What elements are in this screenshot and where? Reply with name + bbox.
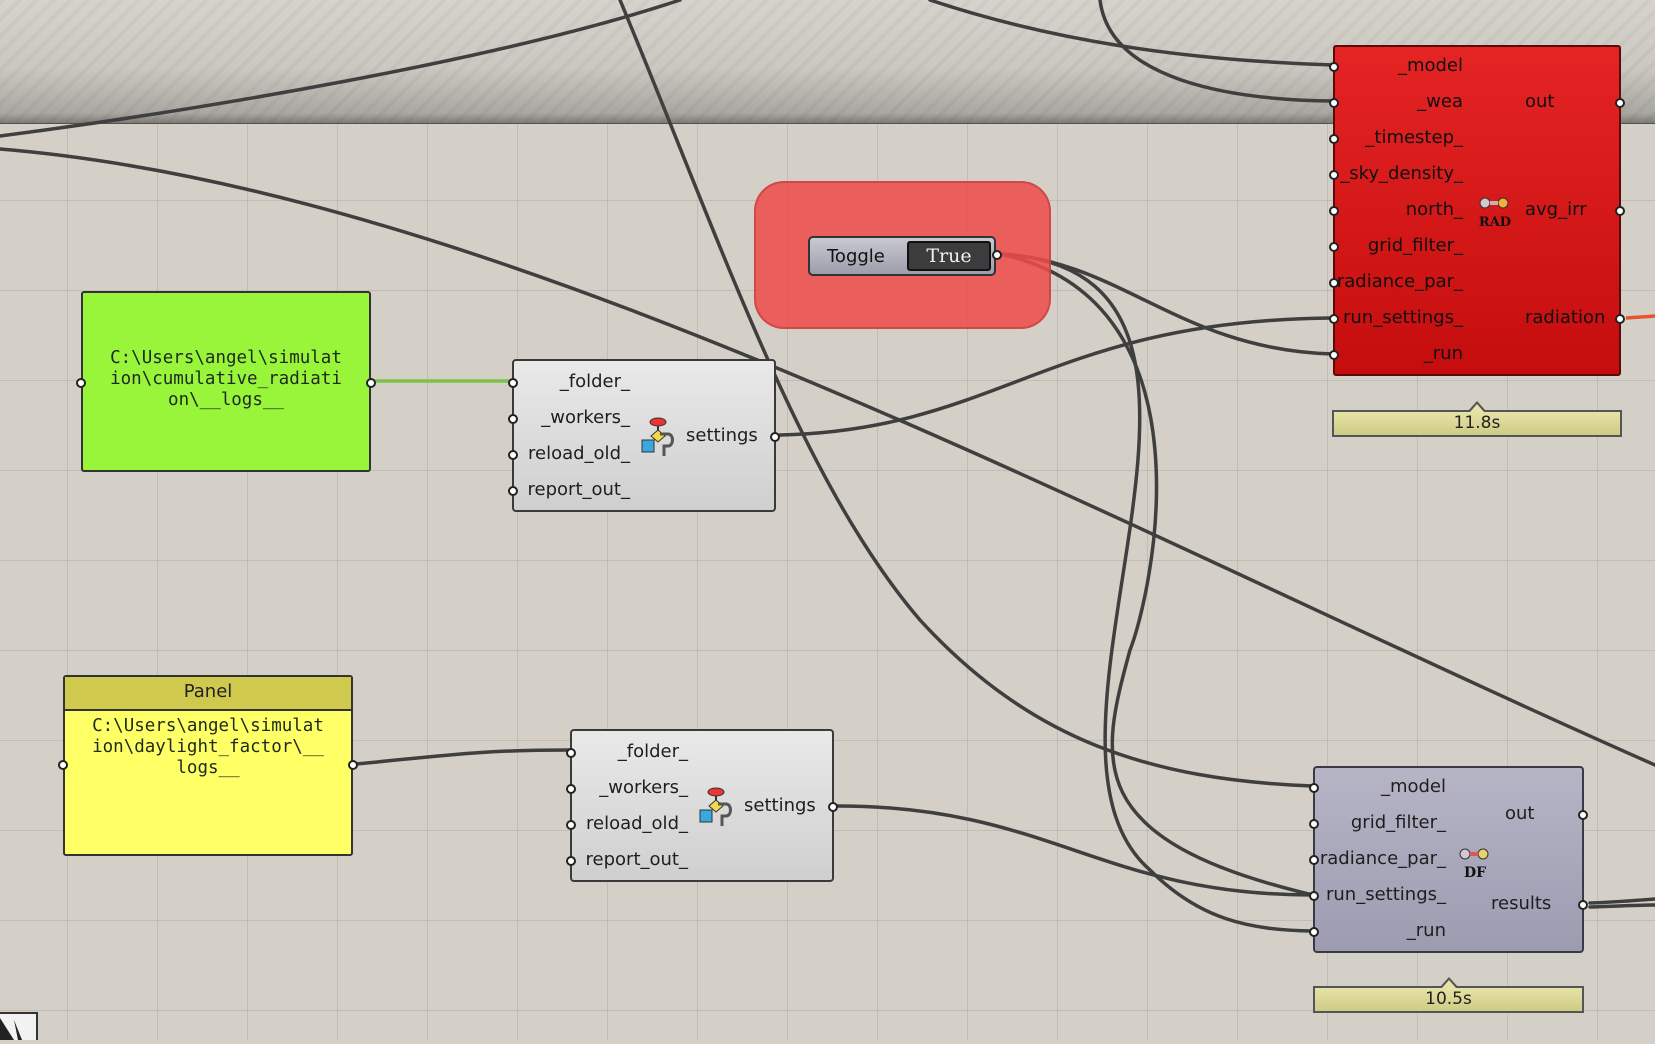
settings-port-report-out[interactable] bbox=[508, 486, 518, 496]
panel-title: Panel bbox=[65, 677, 351, 711]
settings-input-label: _folder_ bbox=[617, 741, 688, 762]
rad-port-sky-density[interactable] bbox=[1329, 170, 1339, 180]
rad-input-label: grid_filter_ bbox=[1367, 235, 1463, 256]
toggle-output-port[interactable] bbox=[992, 250, 1002, 260]
panel-text-line: C:\Users\angel\simulat bbox=[92, 716, 324, 736]
df-input-label: _run bbox=[1406, 920, 1446, 941]
rad-timer-label: 11.8s bbox=[1332, 401, 1622, 437]
rad-port-north[interactable] bbox=[1329, 206, 1339, 216]
rad-input-label: _run bbox=[1423, 343, 1463, 364]
rad-output-avg-irr: avg_irr bbox=[1525, 199, 1587, 220]
settings-output-label: settings bbox=[686, 425, 758, 446]
timer-notch bbox=[1468, 401, 1486, 412]
daylight-factor-component[interactable]: _model grid_filter_ radiance_par_ run_se… bbox=[1309, 766, 1588, 953]
green-panel-output-port[interactable] bbox=[366, 378, 376, 388]
green-panel-input-port[interactable] bbox=[76, 378, 86, 388]
rad-input-label: _timestep_ bbox=[1365, 127, 1463, 148]
svg-text:DF: DF bbox=[1464, 865, 1486, 881]
rad-port-wea[interactable] bbox=[1329, 98, 1339, 108]
settings-port-report-out[interactable] bbox=[566, 856, 576, 866]
rad-port-timestep[interactable] bbox=[1329, 134, 1339, 144]
settings-port-reload-old[interactable] bbox=[508, 450, 518, 460]
rad-port-radiance-par[interactable] bbox=[1329, 278, 1339, 288]
rad-port-radiation[interactable] bbox=[1615, 314, 1625, 324]
rad-radiation-icon: RAD bbox=[1479, 197, 1511, 230]
settings-output-label: settings bbox=[744, 795, 816, 816]
df-port-radiance-par[interactable] bbox=[1309, 855, 1319, 865]
timer-notch bbox=[1439, 977, 1458, 988]
df-timer-label: 10.5s bbox=[1313, 977, 1584, 1013]
settings-input-label: _workers_ bbox=[541, 407, 630, 428]
navigator-icon bbox=[0, 1018, 22, 1040]
df-timer-text: 10.5s bbox=[1425, 989, 1472, 1009]
cumulative-radiation-component[interactable]: _model _wea _timestep_ _sky_density_ nor… bbox=[1329, 45, 1625, 376]
df-port-run[interactable] bbox=[1309, 927, 1319, 937]
df-output-results: results bbox=[1491, 893, 1552, 914]
df-port-grid-filter[interactable] bbox=[1309, 819, 1319, 829]
settings-port-reload-old[interactable] bbox=[566, 820, 576, 830]
rad-input-label: _wea bbox=[1417, 91, 1463, 112]
yellow-folder-panel[interactable]: Panel C:\Users\angel\simulat ion\dayligh… bbox=[58, 675, 358, 856]
yellow-panel-output-port[interactable] bbox=[348, 760, 358, 770]
run-settings-component-top[interactable]: _folder_ _workers_ reload_old_ report_ou… bbox=[508, 359, 780, 512]
rad-input-label: radiance_par_ bbox=[1336, 271, 1463, 292]
green-folder-panel[interactable]: C:\Users\angel\simulat ion\cumulative_ra… bbox=[76, 291, 376, 472]
panel-text-line: C:\Users\angel\simulat bbox=[110, 348, 342, 368]
df-port-out[interactable] bbox=[1578, 810, 1588, 820]
settings-input-label: report_out_ bbox=[527, 479, 630, 500]
rad-port-grid-filter[interactable] bbox=[1329, 242, 1339, 252]
settings-port-folder[interactable] bbox=[566, 748, 576, 758]
run-settings-icon bbox=[641, 417, 674, 456]
rad-port-avg-irr[interactable] bbox=[1615, 206, 1625, 216]
toggle-label: Toggle bbox=[827, 246, 885, 267]
df-port-model[interactable] bbox=[1309, 783, 1319, 793]
settings-input-label: reload_old_ bbox=[528, 443, 630, 464]
df-input-label: radiance_par_ bbox=[1319, 848, 1446, 869]
df-input-label: grid_filter_ bbox=[1350, 812, 1446, 833]
df-port-run-settings[interactable] bbox=[1309, 891, 1319, 901]
settings-input-label: _folder_ bbox=[559, 371, 630, 392]
settings-port-workers[interactable] bbox=[508, 414, 518, 424]
toggle-value-button[interactable]: True bbox=[907, 241, 991, 271]
panel-text-line: on\__logs__ bbox=[168, 390, 284, 410]
settings-input-label: reload_old_ bbox=[586, 813, 688, 834]
run-settings-component-bottom[interactable]: _folder_ _workers_ reload_old_ report_ou… bbox=[566, 729, 838, 882]
rad-port-model[interactable] bbox=[1329, 62, 1339, 72]
boolean-toggle[interactable]: Toggle True bbox=[808, 236, 1002, 276]
df-output-out: out bbox=[1505, 803, 1535, 824]
rad-output-radiation: radiation bbox=[1525, 307, 1606, 328]
yellow-panel-input-port[interactable] bbox=[58, 760, 68, 770]
rad-input-label: _sky_density_ bbox=[1340, 163, 1463, 184]
rad-timer-text: 11.8s bbox=[1453, 413, 1501, 433]
settings-port-workers[interactable] bbox=[566, 784, 576, 794]
settings-input-label: report_out_ bbox=[585, 849, 688, 870]
rad-port-run[interactable] bbox=[1329, 350, 1339, 360]
panel-text-line: ion\cumulative_radiati bbox=[110, 369, 342, 389]
svg-text:RAD: RAD bbox=[1479, 215, 1511, 230]
df-port-results[interactable] bbox=[1578, 900, 1588, 910]
rad-input-label: north_ bbox=[1405, 199, 1463, 220]
df-input-label: _model bbox=[1380, 776, 1446, 797]
df-daylight-factor-icon: DF bbox=[1459, 848, 1489, 881]
rad-input-label: run_settings_ bbox=[1343, 307, 1463, 328]
rad-input-label: _model bbox=[1397, 55, 1463, 76]
rad-output-out: out bbox=[1525, 91, 1555, 112]
panel-text-line: ion\daylight_factor\__ bbox=[92, 737, 324, 757]
panel-text-line: logs__ bbox=[176, 758, 240, 778]
rad-port-run-settings[interactable] bbox=[1329, 314, 1339, 324]
settings-port-folder[interactable] bbox=[508, 378, 518, 388]
rad-port-out[interactable] bbox=[1615, 98, 1625, 108]
canvas-navigator-tab[interactable] bbox=[0, 1012, 38, 1040]
df-input-label: run_settings_ bbox=[1326, 884, 1446, 905]
settings-output-port[interactable] bbox=[828, 802, 838, 812]
settings-input-label: _workers_ bbox=[599, 777, 688, 798]
run-settings-icon bbox=[699, 787, 732, 826]
settings-output-port[interactable] bbox=[770, 432, 780, 442]
